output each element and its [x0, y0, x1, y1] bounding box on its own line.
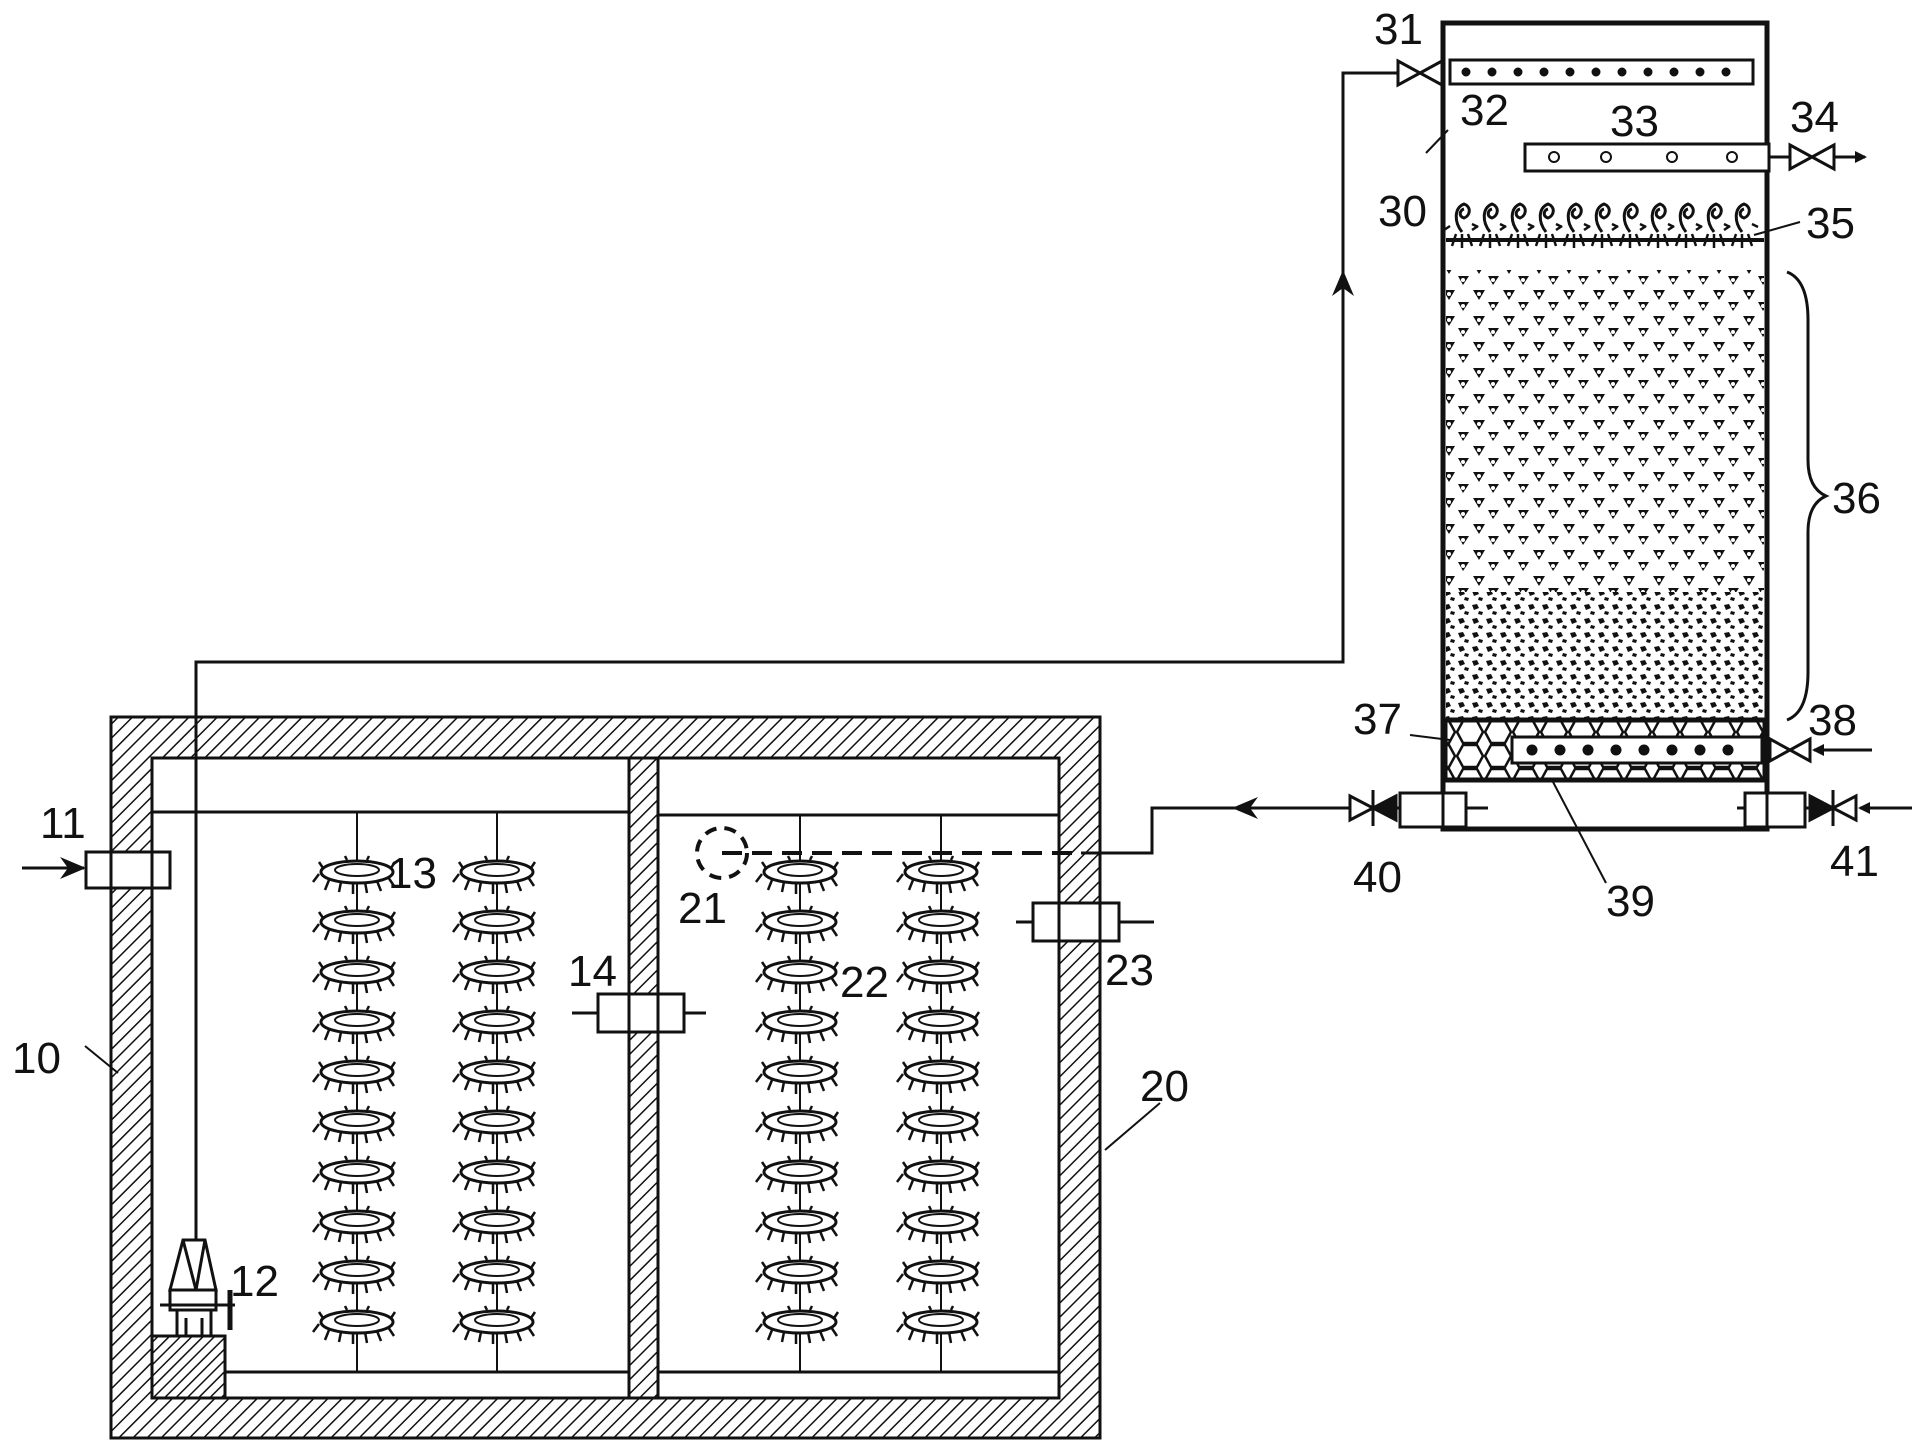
- label-11: 11: [40, 799, 86, 848]
- distributor-hole: [1617, 67, 1627, 77]
- distributor-hole: [1539, 67, 1549, 77]
- aerator: [695, 826, 1081, 880]
- inlet: [22, 850, 172, 890]
- partition-wall: [627, 756, 660, 1400]
- label-38: 38: [1808, 696, 1857, 745]
- label-41: 41: [1830, 837, 1879, 886]
- air-supply-pipe: [1081, 806, 1350, 855]
- distributor-hole: [1526, 744, 1538, 756]
- distributor-hole: [1461, 67, 1471, 77]
- label-22: 22: [840, 958, 889, 1007]
- distributor-hole: [1487, 67, 1497, 77]
- distributor-hole: [1669, 67, 1679, 77]
- label-34: 34: [1790, 93, 1839, 142]
- label-33: 33: [1610, 97, 1659, 146]
- distributor-hole: [1565, 67, 1575, 77]
- label-14: 14: [568, 947, 617, 996]
- connector: [572, 992, 706, 1034]
- distributor-hole: [1554, 744, 1566, 756]
- label-39: 39: [1606, 877, 1655, 926]
- label-32: 32: [1460, 86, 1509, 135]
- label-10: 10: [12, 1034, 61, 1083]
- distributor-hole: [1694, 744, 1706, 756]
- distributor-hole: [1591, 67, 1601, 77]
- pump: [160, 1238, 235, 1338]
- valve-40[interactable]: [1348, 790, 1488, 829]
- label-37: 37: [1353, 695, 1402, 744]
- label-30: 30: [1378, 187, 1427, 236]
- label-36: 36: [1832, 474, 1881, 523]
- label-13: 13: [388, 849, 437, 898]
- air-distributor: [1510, 735, 1764, 765]
- distributor-hole: [1513, 67, 1523, 77]
- media-bed-brace: [1786, 270, 1830, 722]
- distributor-hole: [1638, 744, 1650, 756]
- media-bed-coarse: [1446, 270, 1764, 592]
- pump-discharge-pipe: [194, 71, 1398, 1240]
- distributor-hole: [1643, 67, 1653, 77]
- distributor-hole: [1666, 744, 1678, 756]
- leader-lines: [84, 129, 1801, 1151]
- distributor-hole: [1610, 744, 1622, 756]
- label-35: 35: [1806, 199, 1855, 248]
- valve-41[interactable]: [1737, 790, 1912, 829]
- label-21: 21: [678, 884, 727, 933]
- label-40: 40: [1353, 853, 1402, 902]
- valve-34[interactable]: [1769, 142, 1867, 172]
- pump-base: [150, 1334, 227, 1400]
- valve-31[interactable]: [1396, 58, 1444, 88]
- tank-20-interior: [656, 756, 1061, 1400]
- distributor-hole: [1721, 67, 1731, 77]
- water-distributor: [1448, 58, 1755, 86]
- label-23: 23: [1105, 946, 1154, 995]
- outlet-pipe: [1016, 901, 1154, 943]
- label-12: 12: [230, 1257, 279, 1306]
- distributor-hole: [1582, 744, 1594, 756]
- collector: [1523, 142, 1771, 173]
- distributor-hole: [1722, 744, 1734, 756]
- label-31: 31: [1374, 5, 1423, 54]
- media-bed-fine: [1446, 592, 1764, 718]
- label-20: 20: [1140, 1062, 1189, 1111]
- distributor-hole: [1695, 67, 1705, 77]
- valve-38[interactable]: [1762, 736, 1872, 764]
